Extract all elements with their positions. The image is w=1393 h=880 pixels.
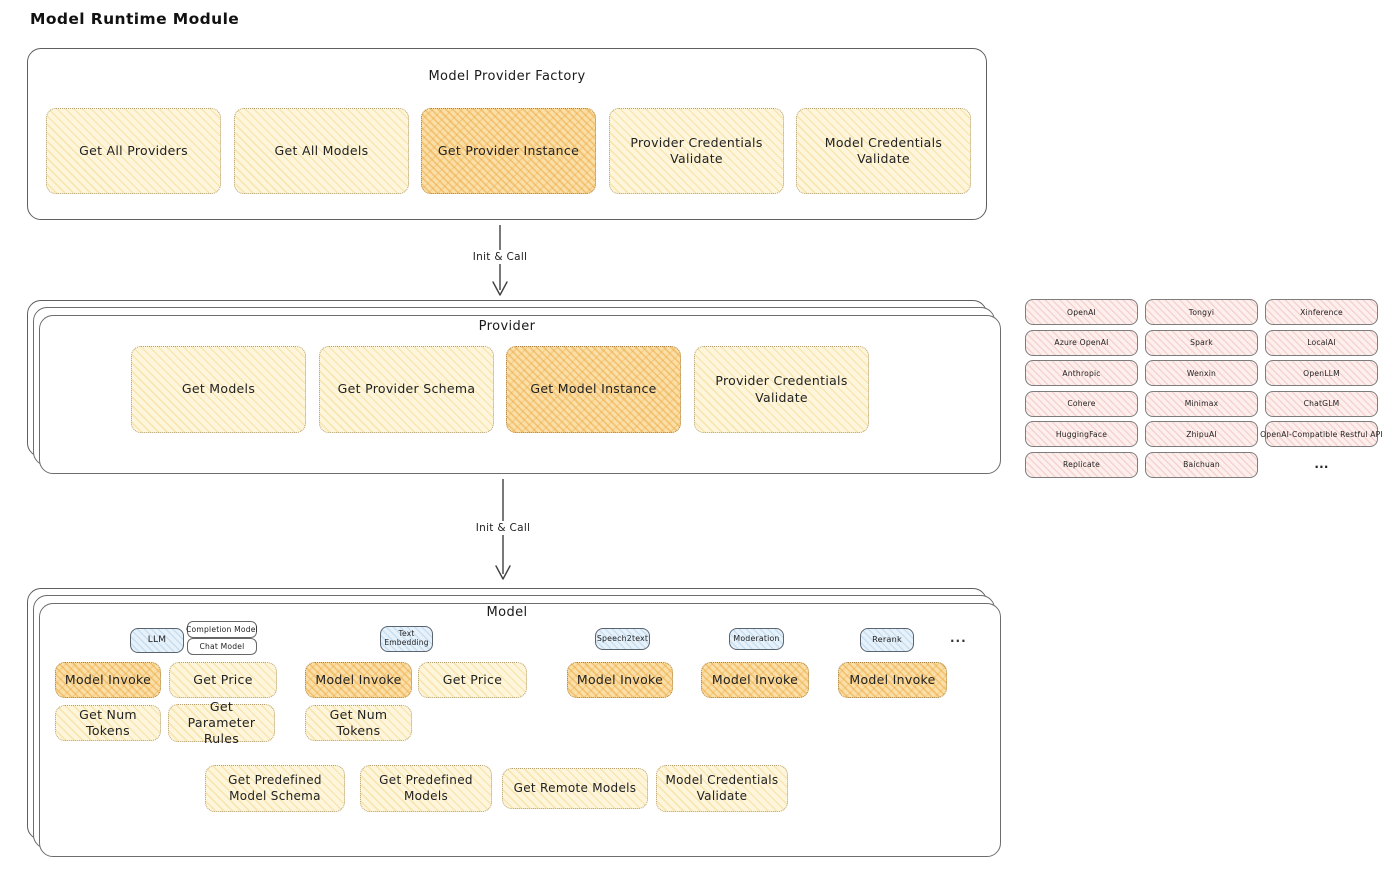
node-get-num-tokens-embedding: Get Num Tokens <box>305 705 412 741</box>
provider-spark: Spark <box>1145 329 1258 356</box>
node-get-all-providers: Get All Providers <box>46 108 221 194</box>
provider-huggingface: HuggingFace <box>1025 421 1138 447</box>
node-get-provider-schema: Get Provider Schema <box>319 346 494 433</box>
node-get-remote-models: Get Remote Models <box>502 768 648 809</box>
node-model-invoke-rerank: Model Invoke <box>838 662 947 698</box>
node-get-provider-instance: Get Provider Instance <box>421 108 596 194</box>
provider-anthropic: Anthropic <box>1025 360 1138 386</box>
node-model-credentials-validate: Model Credentials Validate <box>796 108 971 194</box>
provider-xinference: Xinference <box>1265 299 1378 325</box>
node-provider-credentials-validate-2: Provider Credentials Validate <box>694 346 869 433</box>
tag-text-embedding: Text Embedding <box>380 626 433 652</box>
factory-container: Model Provider Factory Get All Providers… <box>27 48 987 220</box>
model-title: Model <box>486 605 528 620</box>
tag-chat-model: Chat Model <box>187 638 257 655</box>
node-get-num-tokens-llm: Get Num Tokens <box>55 705 161 741</box>
provider-tongyi: Tongyi <box>1145 299 1258 325</box>
provider-wenxin: Wenxin <box>1145 360 1258 386</box>
provider-replicate: Replicate <box>1025 451 1138 478</box>
factory-title: Model Provider Factory <box>428 69 586 84</box>
tag-llm: LLM <box>130 628 184 653</box>
provider-container: Provider Get Models Get Provider Schema … <box>27 300 987 457</box>
node-model-invoke-llm: Model Invoke <box>55 662 161 698</box>
arrow2-label: Init & Call <box>470 521 536 535</box>
provider-azure-openai: Azure OpenAI <box>1025 329 1138 356</box>
model-tags-ellipsis: ... <box>950 631 967 645</box>
node-model-invoke-embedding: Model Invoke <box>305 662 412 698</box>
node-get-predefined-models: Get Predefined Models <box>360 765 492 812</box>
tag-completion-model: Completion Model <box>186 621 258 638</box>
tag-speech2text: Speech2text <box>595 628 650 650</box>
provider-zhipuai: ZhipuAI <box>1145 421 1258 447</box>
diagram-title: Model Runtime Module <box>30 10 240 28</box>
node-get-price-llm: Get Price <box>169 662 277 698</box>
provider-cohere: Cohere <box>1025 390 1138 417</box>
provider-title: Provider <box>478 319 536 334</box>
provider-baichuan: Baichuan <box>1145 451 1258 478</box>
provider-openai: OpenAI <box>1025 299 1138 325</box>
provider-openai-compatible: OpenAI-Compatible Restful API <box>1260 421 1383 447</box>
node-model-credentials-validate-2: Model Credentials Validate <box>656 765 788 812</box>
tag-moderation: Moderation <box>729 628 784 650</box>
provider-chatglm: ChatGLM <box>1265 390 1378 417</box>
node-get-models: Get Models <box>131 346 306 433</box>
node-provider-credentials-validate: Provider Credentials Validate <box>609 108 784 194</box>
node-model-invoke-moderation: Model Invoke <box>701 662 809 698</box>
provider-list-ellipsis: ... <box>1314 456 1329 471</box>
tag-rerank: Rerank <box>860 628 914 652</box>
provider-localai: LocalAI <box>1265 329 1378 356</box>
node-model-invoke-speech2text: Model Invoke <box>567 662 673 698</box>
node-get-all-models: Get All Models <box>234 108 409 194</box>
node-get-price-embedding: Get Price <box>418 662 527 698</box>
node-get-predefined-model-schema: Get Predefined Model Schema <box>205 765 345 812</box>
provider-openllm: OpenLLM <box>1265 360 1378 386</box>
arrow1-label: Init & Call <box>467 250 533 264</box>
provider-list: OpenAI Tongyi Xinference Azure OpenAI Sp… <box>1025 299 1383 478</box>
node-get-model-instance: Get Model Instance <box>506 346 681 433</box>
node-get-parameter-rules: Get Parameter Rules <box>168 699 275 746</box>
provider-minimax: Minimax <box>1145 390 1258 417</box>
